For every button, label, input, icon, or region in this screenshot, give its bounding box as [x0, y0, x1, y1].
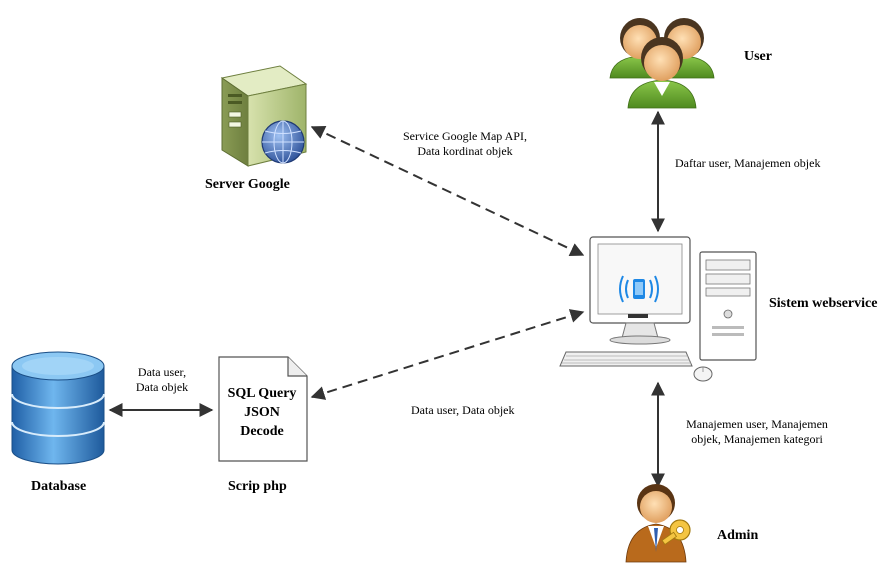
edge-label-db-line1: Data user,: [137, 365, 187, 379]
database-label: Database: [31, 479, 87, 494]
user-label: User: [744, 49, 772, 64]
edge-label-sistem-admin: Manajemen user, Manajemen objek, Manajem…: [674, 417, 840, 447]
edge-label-admin-line2: objek, Manajemen kategori: [691, 432, 823, 446]
doc-line-decode: Decode: [240, 424, 284, 439]
scrip-php-label: Scrip php: [228, 479, 287, 494]
edge-label-scrip-sistem: Data user, Data objek: [411, 403, 515, 417]
edge-label-google-line1: Service Google Map API,: [403, 129, 527, 143]
document-icon: [218, 356, 308, 462]
database-cylinder-icon: [11, 351, 105, 465]
server-globe-icon: [220, 65, 308, 167]
edge-google-sistem-arrow: [310, 126, 585, 256]
admin-key-icon: [625, 484, 691, 563]
scrip-php-content: SQL Query JSON Decode: [216, 384, 308, 441]
doc-line-json: JSON: [244, 405, 280, 420]
desktop-computer-icon: [559, 236, 757, 382]
server-google-label: Server Google: [205, 177, 290, 192]
edge-label-db-line2: Data objek: [135, 380, 189, 394]
edge-label-google-line2: Data kordinat objek: [417, 144, 513, 158]
edge-label-admin-line1: Manajemen user, Manajemen: [686, 417, 828, 431]
edge-label-google-sistem: Service Google Map API, Data kordinat ob…: [385, 129, 545, 159]
edge-label-database-scrip: Data user, Data objek: [124, 365, 200, 395]
doc-line-sql: SQL Query: [227, 386, 297, 401]
admin-label: Admin: [717, 528, 759, 543]
sistem-webservice-label: Sistem webservice: [769, 296, 878, 311]
edge-scrip-sistem-arrow: [310, 309, 585, 400]
edge-label-user-sistem: Daftar user, Manajemen objek: [675, 156, 821, 170]
user-group-icon: [609, 18, 715, 109]
